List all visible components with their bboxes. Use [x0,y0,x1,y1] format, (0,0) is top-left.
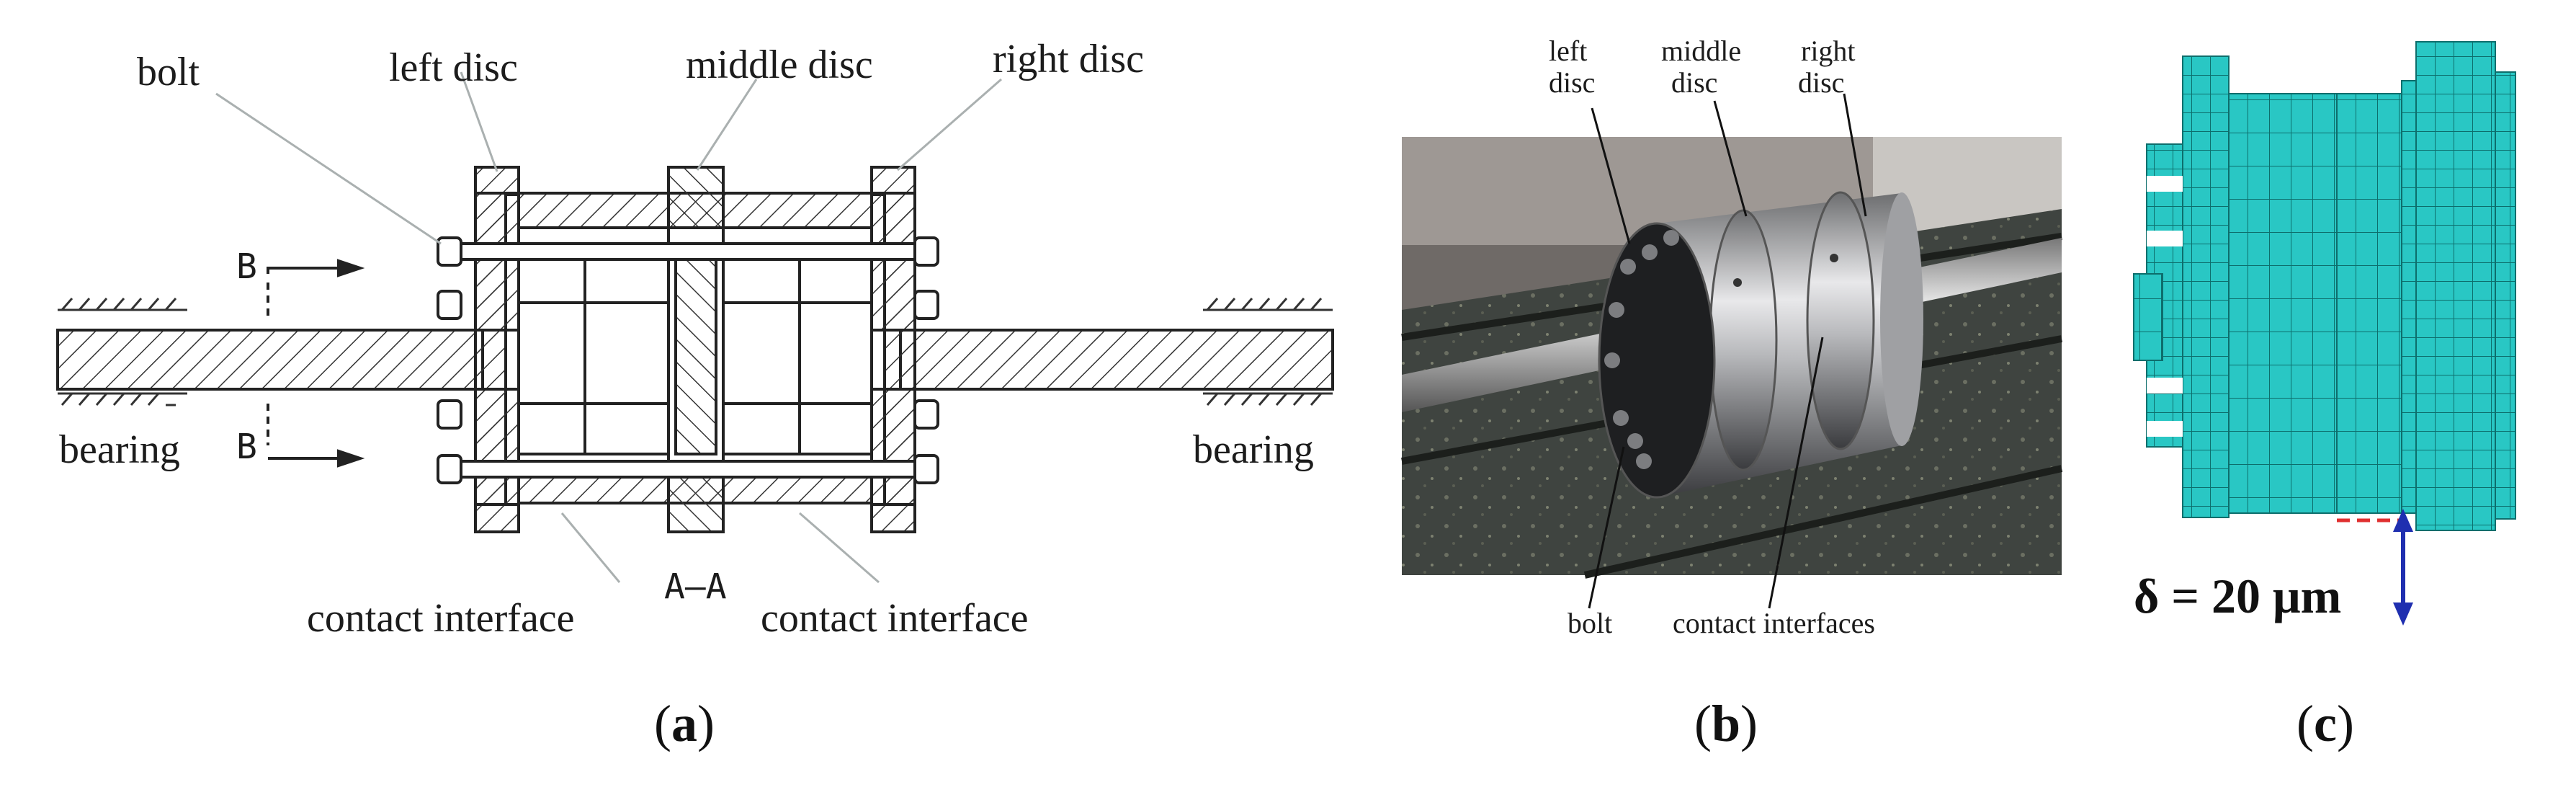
section-b-marker [267,259,365,468]
label-section-b-bottom: B [236,427,257,467]
photo-label-left-1: left [1549,35,1587,67]
support-hatch-right [1203,298,1333,406]
label-section-aa: A–A [664,566,727,607]
panel-b-photo: left disc middle disc right disc bolt co… [1401,35,2063,752]
panel-c-mesh [2133,41,2516,626]
photo-label-middle-1: middle [1661,35,1741,67]
photo-label-middle-2: disc [1671,66,1717,99]
label-contact-interface-right: contact interface [761,596,1029,641]
panel-a-caption: (a) [654,695,715,752]
label-bolt: bolt [137,50,200,94]
label-bearing-left: bearing [59,427,180,472]
shaft-left [56,329,484,391]
bolt-nuts [437,236,939,484]
label-section-b-top: B [236,246,257,287]
photo-label-contact-interfaces: contact interfaces [1673,607,1875,639]
photo-label-bolt: bolt [1567,607,1612,639]
label-contact-interface-left: contact interface [307,596,575,641]
photo-label-right-2: disc [1798,66,1844,99]
leader-lines [215,71,1002,584]
photo-leader-lines [1588,93,1867,609]
label-right-disc: right disc [993,37,1144,81]
displacement-arrow-up [2393,509,2413,532]
panel-a-drawing: bolt left disc middle disc right disc be… [56,37,1334,752]
displacement-arrow-down [2393,603,2413,626]
bolt-rod-top [460,242,938,261]
delta-label: δ = 20 μm [2134,569,2341,623]
middle-disc [667,166,725,533]
shaft-right [899,329,1334,391]
support-hatch-left [58,298,187,406]
bolt-rod-bottom [460,460,938,479]
photo-label-right-1: right [1801,35,1856,67]
panel-b-caption: (b) [1694,695,1758,752]
photo-rotor [1598,191,1923,499]
label-bearing-right: bearing [1193,427,1314,472]
label-middle-disc: middle disc [686,43,873,87]
panel-c-caption: (c) [2297,695,2354,752]
photo-label-left-2: disc [1549,66,1595,99]
label-left-disc: left disc [389,45,518,90]
